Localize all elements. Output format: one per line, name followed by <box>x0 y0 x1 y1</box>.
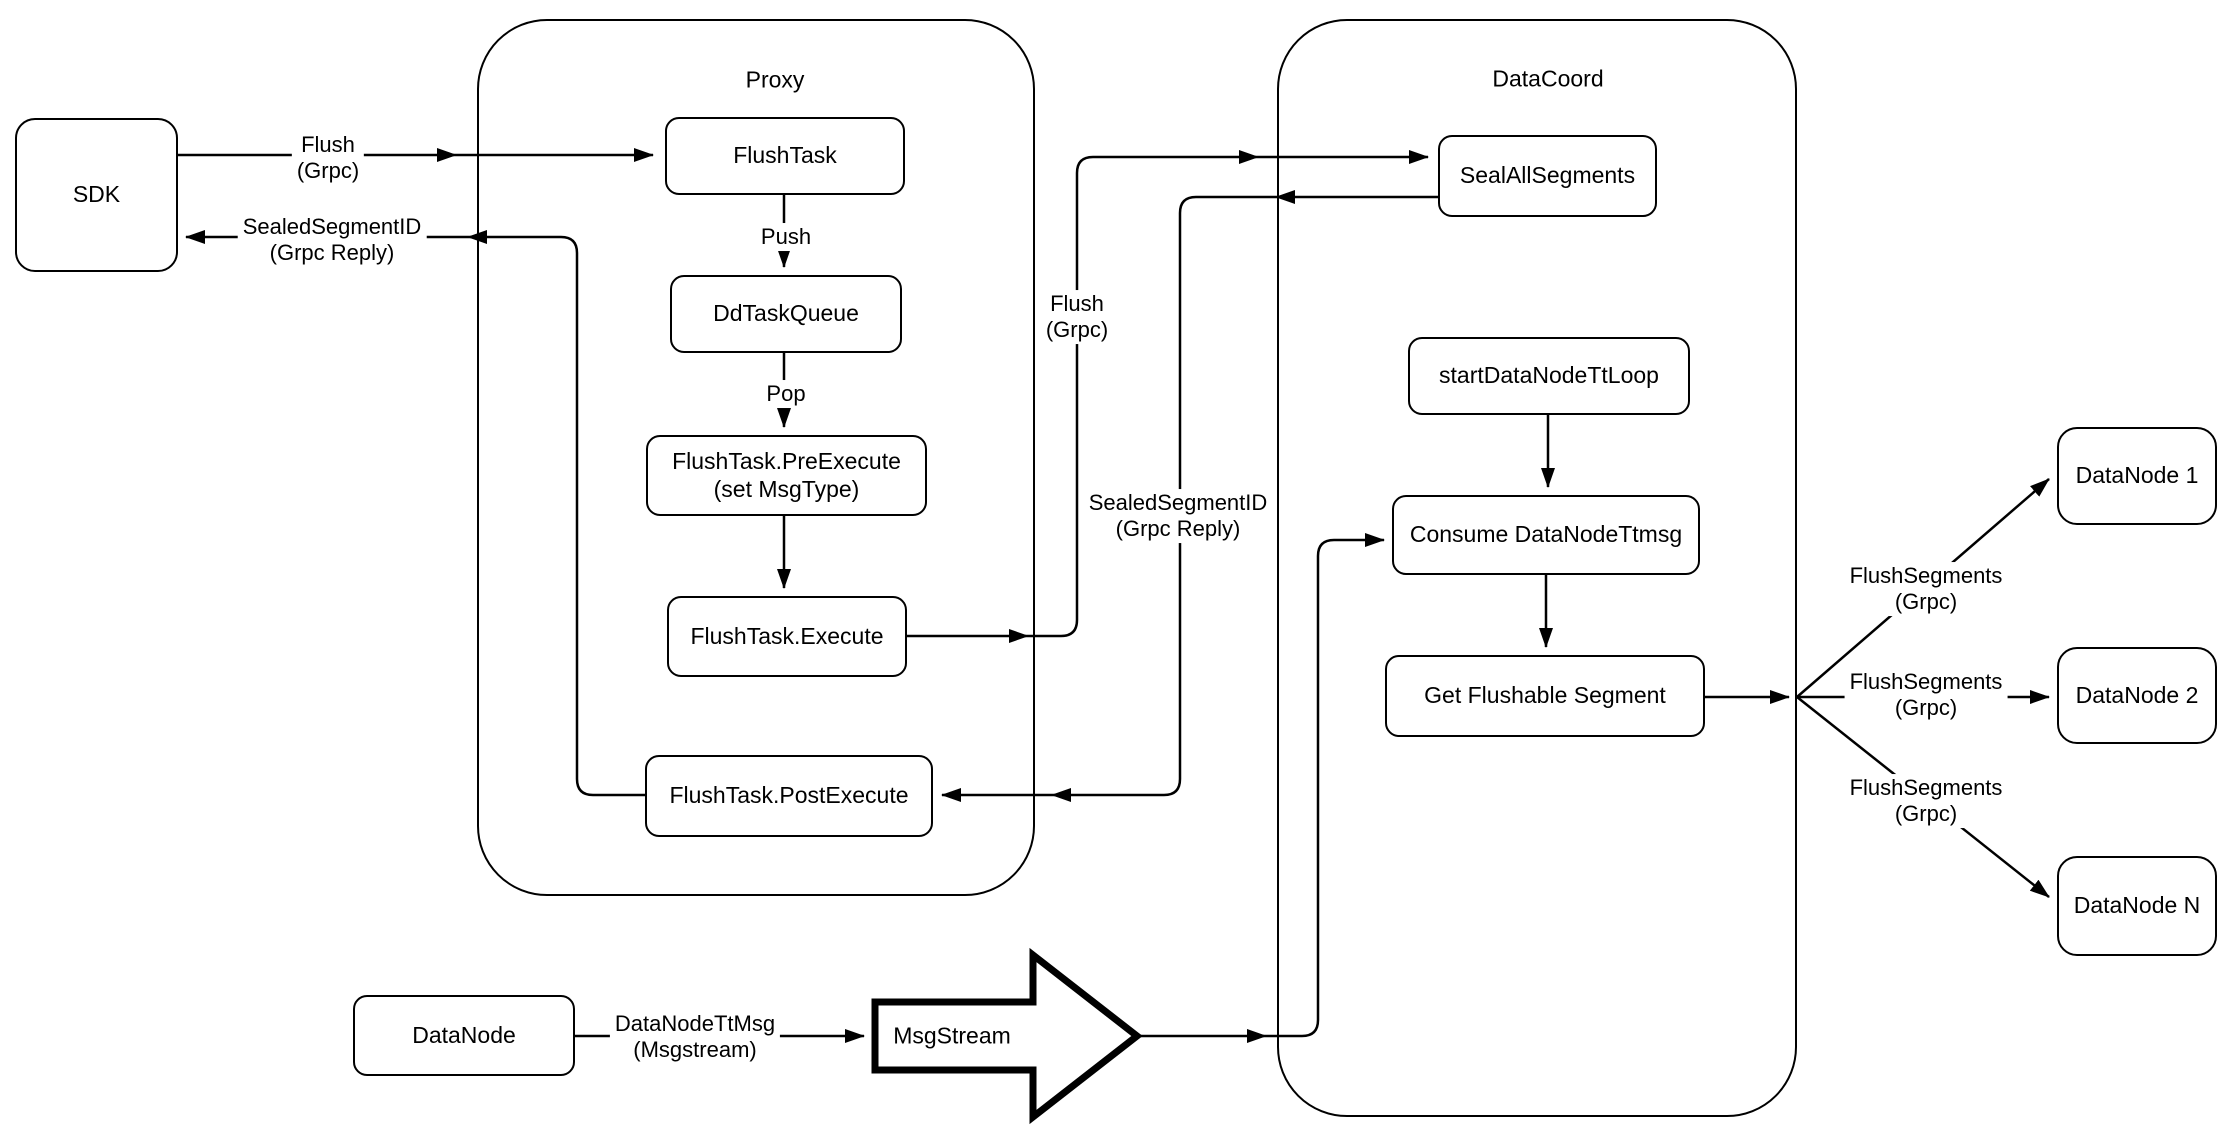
edge-label-sealedsegmentid-mid: SealedSegmentID (Grpc Reply) <box>1083 489 1273 543</box>
proxy-container <box>477 19 1035 896</box>
node-sdk: SDK <box>15 118 178 272</box>
node-ddtaskqueue: DdTaskQueue <box>670 275 902 353</box>
edge-label-flushsegments-2: FlushSegments (Grpc) <box>1844 668 2008 722</box>
datacoord-container <box>1277 19 1797 1117</box>
proxy-container-label: Proxy <box>745 66 805 93</box>
node-flushtask-execute: FlushTask.Execute <box>667 596 907 677</box>
node-get-flushable-segment: Get Flushable Segment <box>1385 655 1705 737</box>
node-flushtask-preexecute: FlushTask.PreExecute (set MsgType) <box>646 435 927 516</box>
edge-label-sealedsegmentid-sdk: SealedSegmentID (Grpc Reply) <box>237 213 427 267</box>
node-datanode-n: DataNode N <box>2057 856 2217 956</box>
node-sealallsegments: SealAllSegments <box>1438 135 1657 217</box>
node-consume-datanodettmsg: Consume DataNodeTtmsg <box>1392 495 1700 575</box>
edge-label-pop: Pop <box>761 380 811 408</box>
edge-label-flush-grpc-mid: Flush (Grpc) <box>1040 290 1114 344</box>
edge-label-push: Push <box>755 223 817 251</box>
edge-label-datanodettmsg: DataNodeTtMsg (Msgstream) <box>609 1010 781 1064</box>
node-datanode: DataNode <box>353 995 575 1076</box>
edge-label-flushsegments-3: FlushSegments (Grpc) <box>1844 774 2008 828</box>
msgstream-arrow-shape <box>871 947 1143 1125</box>
node-datanode-2: DataNode 2 <box>2057 647 2217 744</box>
datacoord-container-label: DataCoord <box>1492 65 1604 92</box>
edge-execute-sealallsegments-a <box>1028 150 1259 638</box>
node-datanode-1: DataNode 1 <box>2057 427 2217 525</box>
edge-msgstream-consume <box>1266 533 1385 1038</box>
msgstream-label: MsgStream <box>893 1022 1011 1049</box>
edge-postexecute-sdk-a <box>467 230 645 797</box>
node-startdatanodettloop: startDataNodeTtLoop <box>1408 337 1690 415</box>
edge-label-flush-grpc-sdk: Flush (Grpc) <box>291 131 365 185</box>
edge-label-flushsegments-1: FlushSegments (Grpc) <box>1844 562 2008 616</box>
node-flushtask-postexecute: FlushTask.PostExecute <box>645 755 933 837</box>
node-flushtask: FlushTask <box>665 117 905 195</box>
